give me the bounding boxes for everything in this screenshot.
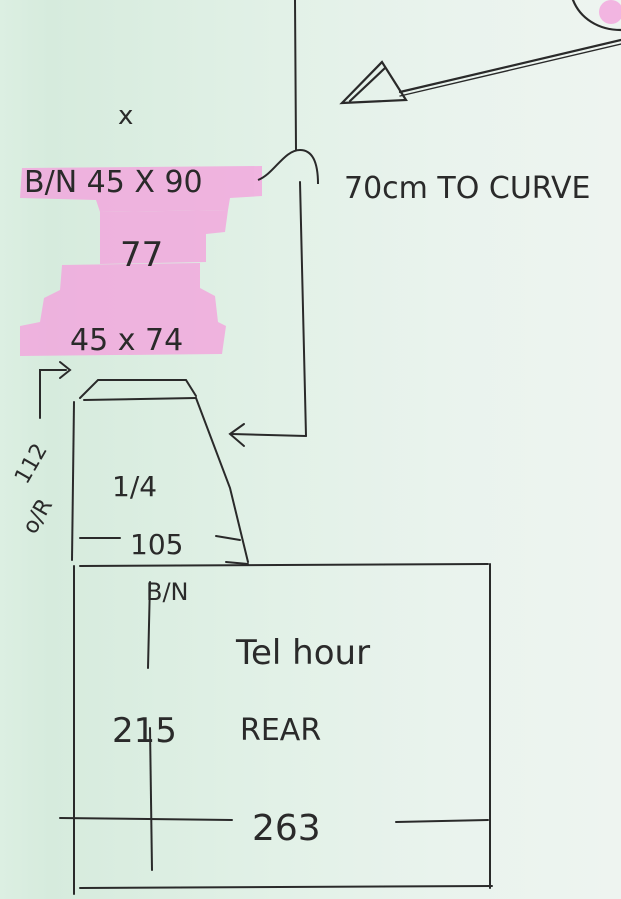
- side-dim-bottom: o/R: [18, 495, 58, 539]
- hook-connector: [257, 148, 319, 185]
- guide-line: [228, 0, 307, 447]
- corner-arrow: [39, 361, 72, 419]
- highlighter-marks: [20, 0, 621, 356]
- side-dim-top: 112: [10, 440, 53, 489]
- x-mark: x: [118, 101, 133, 131]
- note-line-1: Tel hour: [235, 633, 370, 673]
- bn-label: B/N: [146, 578, 189, 606]
- note-line-2: REAR: [240, 713, 321, 748]
- height-label: 215: [112, 711, 177, 751]
- bottom-width-label: 263: [252, 808, 321, 849]
- top-size-label: B/N 45 X 90: [24, 165, 203, 200]
- fraction-label: 1/4: [112, 470, 157, 503]
- curve-arrow: [339, 0, 621, 105]
- lower-size-label: 45 x 74: [70, 323, 183, 358]
- tapered-section: [71, 379, 249, 669]
- middle-number-label: 77: [120, 235, 163, 275]
- top-note-label: 70cm TO CURVE: [344, 171, 591, 206]
- main-rectangle: [59, 563, 493, 895]
- inner-width-label: 105: [130, 528, 183, 561]
